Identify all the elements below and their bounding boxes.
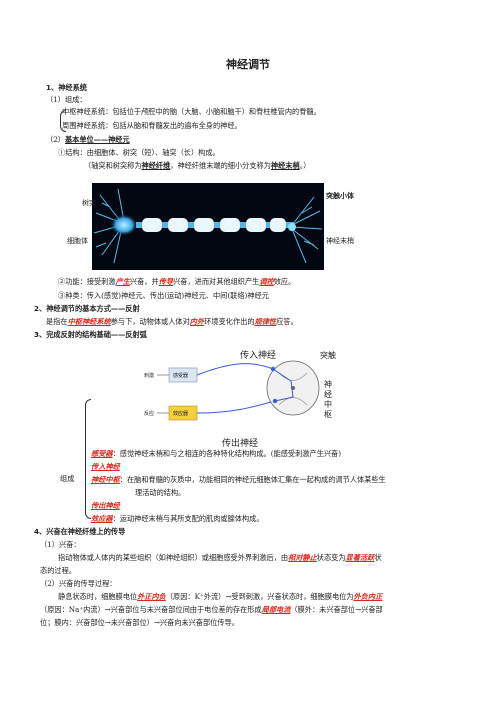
excitation-line: 指动物体或人体内的某些组织（如神经组织）或细胞感受外界刺激后，由相对静止状态变为… xyxy=(58,553,382,562)
reflex-pre: 是指在 xyxy=(46,317,68,326)
reflex-definition: 是指在中枢神经系统参与下，动物体或人体对内外环境变化作出的规律性应答。 xyxy=(46,317,298,326)
excitation-keyword-1: 相对静止 xyxy=(288,553,317,562)
conduction-b: （原因：K⁺外流）→受到刺激，兴奋状态时，细胞膜电位为 xyxy=(165,592,354,601)
afferent-keyword: 传入神经 xyxy=(91,462,120,471)
label-synaptic-knob: 突触小体 xyxy=(326,193,354,200)
axon-pre: （轴突和树突称为 xyxy=(84,161,142,170)
effector-line: 效应器：运动神经末梢与其所支配的肌肉或腺体构成。 xyxy=(91,514,264,523)
func-pre: ②功能：接受刺激 xyxy=(58,277,116,286)
func-keyword-1: 产生 xyxy=(115,277,130,286)
structure-line: ①结构：由细胞体、树突（短）、轴突（长）构成。 xyxy=(58,148,220,157)
effector-keyword: 效应器 xyxy=(91,514,113,523)
label-response: 反应 xyxy=(144,411,155,417)
conduction-d: （膜外：未兴奋部位→兴奋部 xyxy=(290,605,383,614)
func-keyword-3: 调控 xyxy=(259,277,274,286)
reflex-mid: 参与下，动物体或人体对 xyxy=(110,317,190,326)
neuron-image xyxy=(92,183,324,270)
conduction-keyword-2: 外负内正 xyxy=(353,592,383,601)
excitation-line-2: 态的过程。 xyxy=(40,566,76,575)
types-line: ③种类：传入(感觉)神经元、传出(运动)神经元、中间(联络)神经元 xyxy=(58,291,269,300)
function-line: ②功能：接受刺激产生兴奋，并传导兴奋，进而对其他组织产生调控效应。 xyxy=(58,277,295,286)
axon-keyword: 神经纤维 xyxy=(141,161,171,170)
excitation-keyword-2: 显著活跃 xyxy=(345,553,375,562)
s1-sub2-heading: 基本单位——神经元 xyxy=(64,135,130,144)
label-dendrite: 树突 xyxy=(82,200,96,207)
s4-sub1: （1）兴奋： xyxy=(40,540,81,549)
excitation-pre: 指动物体或人体内的某些组织（如神经组织）或细胞感受外界刺激后，由 xyxy=(58,553,289,562)
axon-mid: ，神经纤维末端的细小分支称为 xyxy=(170,161,271,170)
s1-sub2: （2）基本单位——神经元 xyxy=(46,135,130,144)
axon-line: （轴突和树突称为神经纤维，神经纤维末端的细小分支称为神经末梢。） xyxy=(84,161,310,170)
reflex-keyword-1: 中枢神经系统 xyxy=(67,317,111,326)
axon-keyword-2: 神经末梢 xyxy=(270,161,300,170)
s4-sub2: （2）兴奋的传导过程： xyxy=(40,579,117,588)
conduction-keyword-3: 局部电流 xyxy=(261,605,291,614)
receptor-line: 感受器：感觉神经末梢和与之相连的各种特化结构构成。(能感受刺激产生兴奋) xyxy=(91,449,341,458)
conduction-keyword-1: 外正内负 xyxy=(137,592,166,601)
excitation-mid: 状态变为 xyxy=(316,553,346,562)
section-2-heading: 2、神经调节的基本方式——反射 xyxy=(34,304,140,313)
label-stimulus: 刺激 xyxy=(144,373,155,379)
brace-1 xyxy=(60,110,66,132)
func-mid-2: 兴奋，进而对其他组织产生 xyxy=(173,277,260,286)
label-efferent-nerve: 传出神经 xyxy=(222,438,259,448)
reflex-arc-figure: 刺激 感受器 反应 效应器 xyxy=(143,343,369,446)
conduction-line-2: （原因：Na⁺内流）→兴奋部位与未兴奋部位间由于电位差的存在形成局部电流（膜外：… xyxy=(40,605,383,614)
conduction-a: 静息状态时，细胞膜电位 xyxy=(58,592,138,601)
label-soma: 细胞体 xyxy=(67,238,88,245)
func-keyword-2: 传导 xyxy=(158,277,174,286)
section-3-heading: 3、完成反射的结构基础——反射弧 xyxy=(34,330,147,339)
conduction-line-1: 静息状态时，细胞膜电位外正内负（原因：K⁺外流）→受到刺激，兴奋状态时，细胞膜电… xyxy=(58,592,382,601)
section-1-heading: 1、神经系统 xyxy=(46,83,87,92)
efferent-keyword: 传出神经 xyxy=(91,501,120,510)
func-mid-1: 兴奋，并 xyxy=(129,277,159,286)
conduction-c: （原因：Na⁺内流）→兴奋部位与未兴奋部位间由于电位差的存在形成 xyxy=(40,605,262,614)
page-title: 神经调节 xyxy=(226,58,270,71)
reflex-keyword-2: 内外 xyxy=(189,317,205,326)
brace-reflex xyxy=(85,399,91,519)
func-post: 效应。 xyxy=(273,277,296,286)
s1-sub2-num: （2） xyxy=(46,135,65,144)
reflex-arc-illustration xyxy=(157,360,320,421)
neuron-illustration xyxy=(93,188,323,264)
label-receptor-box: 感受器 xyxy=(173,373,189,379)
cns-line: 中枢神经系统：包括位于颅腔中的脑（大脑、小脑和脑干）和脊柱椎管内的脊髓。 xyxy=(62,107,321,116)
receptor-keyword: 感受器 xyxy=(91,449,113,458)
axon-post: 。） xyxy=(299,161,311,170)
label-effector-box: 效应器 xyxy=(173,411,189,417)
reflex-post: 应答。 xyxy=(276,317,298,326)
efferent-line: 传出神经 xyxy=(91,501,120,510)
label-synapse: 突触 xyxy=(320,351,336,360)
section-4-heading: 4、兴奋在神经纤维上的传导 xyxy=(34,527,126,536)
reflex-mid-2: 环境变化作出的 xyxy=(204,317,255,326)
s1-sub1: （1）组成： xyxy=(46,95,87,104)
effector-text: ：运动神经末梢与其所支配的肌肉或腺体构成。 xyxy=(112,514,264,523)
afferent-line: 传入神经 xyxy=(91,462,120,471)
pns-line: 周围神经系统：包括从脑和脊髓发出的遍布全身的神经。 xyxy=(62,121,242,130)
excitation-post: 状 xyxy=(374,553,382,562)
compose-label: 组成 xyxy=(60,474,75,483)
label-nerve-center: 神经中枢 xyxy=(324,380,332,419)
receptor-text: ：感觉神经末梢和与之相连的各种特化结构构成。(能感受刺激产生兴奋) xyxy=(112,449,342,458)
center-text: ：在脑和脊髓的灰质中，功能相同的神经元细胞体汇集在一起构成的调节人体某些生 xyxy=(119,475,386,484)
center-keyword: 神经中枢 xyxy=(91,475,120,484)
reflex-keyword-3: 规律性 xyxy=(254,317,277,326)
center-line-2: 理活动的结构。 xyxy=(135,488,186,497)
label-afferent-nerve: 传入神经 xyxy=(240,350,277,360)
label-nerve-ending: 神经末梢 xyxy=(326,238,354,245)
center-line: 神经中枢：在脑和脊髓的灰质中，功能相同的神经元细胞体汇集在一起构成的调节人体某些… xyxy=(91,475,386,484)
conduction-line-3: 位；膜内：兴奋部位→未兴奋部位）→兴奋向未兴奋部位传导。 xyxy=(40,618,239,627)
